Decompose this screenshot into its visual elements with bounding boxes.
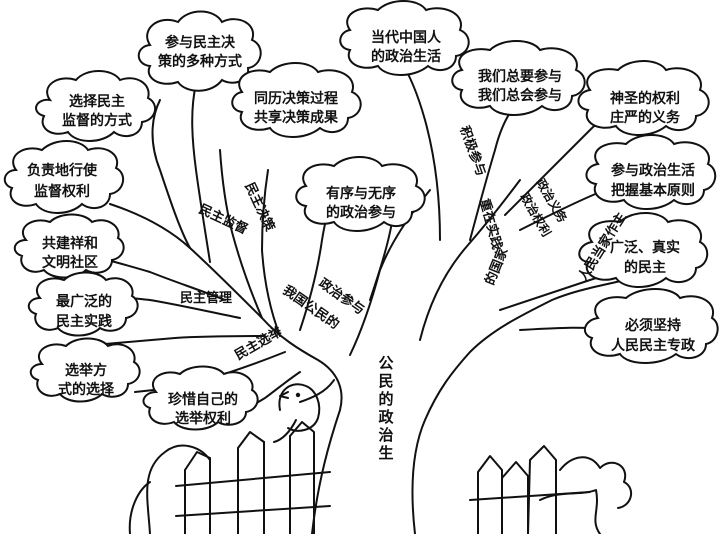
cloud-broad-line1: 广泛、真实: [610, 239, 680, 256]
cloud-orderly-line2: 的政治参与: [326, 204, 396, 221]
cloud-principle-line1: 参与政治生活: [611, 162, 695, 179]
cloud-election-method-line1: 选举方: [65, 362, 107, 379]
cloud-supervise-line1: 选择民主: [69, 93, 125, 110]
cloud-supervise-methods: 选择民主 监督的方式: [35, 70, 157, 142]
cloud-orderly-line1: 有序与无序: [326, 185, 396, 202]
trunk-char: 的: [378, 390, 393, 408]
branch-label-management: 民主管理: [180, 290, 232, 306]
cloud-shared-decision: 同历决策过程 共享决策成果: [231, 62, 362, 138]
cloud-political-life: 当代中国人 的政治生活: [339, 0, 470, 76]
bird-icon: [273, 379, 335, 443]
cloud-supervise-line2: 监督的方式: [62, 112, 132, 129]
cloud-community-line1: 共建祥和: [42, 235, 98, 252]
cloud-cherish-line1: 珍惜自己的: [168, 391, 238, 408]
cloud-participate-line1: 参与民主决: [165, 34, 236, 51]
trunk-char: 公: [378, 354, 393, 372]
cloud-broad-democracy: 广泛、真实 的民主: [578, 212, 709, 288]
right-fence: [469, 445, 633, 534]
cloud-practice-line2: 民主实践: [56, 313, 112, 330]
cloud-experience-line2: 共享决策成果: [254, 109, 339, 126]
cloud-orderly-participation: 有序与无序 的政治参与: [295, 156, 426, 232]
cloud-participate-line2: 策的多种方式: [157, 53, 242, 70]
tree-branches: [99, 59, 646, 419]
cloud-responsible-supervision: 负责地行使 监督权利: [3, 140, 125, 214]
cloud-life-line1: 当代中国人: [371, 29, 442, 46]
cloud-broad-line2: 的民主: [624, 259, 666, 276]
left-fence: [128, 421, 331, 534]
bird-eye: [295, 392, 301, 398]
cloud-community-line2: 文明社区: [42, 254, 98, 271]
cloud-principle-line2: 把握基本原则: [611, 182, 695, 199]
cloud-community: 共建祥和 文明社区: [13, 213, 125, 279]
cloud-dictatorship: 必须坚持 人民民主专政: [583, 288, 719, 364]
cloud-sacred-line1: 神圣的权利: [610, 90, 680, 107]
cloud-dictatorship-line1: 必须坚持: [624, 317, 681, 334]
trunk-char: 生: [378, 444, 393, 462]
cloud-experience-line1: 同历决策过程: [254, 90, 338, 107]
branch-label-election: 民主选举: [232, 323, 286, 363]
cloud-life-line2: 的政治生活: [371, 48, 441, 65]
trunk-char: 政: [378, 408, 394, 426]
cloud-practice-line1: 最广泛的: [56, 293, 112, 310]
cloud-election-method: 选举方 式的选择: [29, 337, 141, 403]
trunk-title: 公 民 的 政 治 生: [378, 354, 394, 462]
cloud-participate-methods: 参与民主决 策的多种方式: [137, 10, 262, 92]
cloud-cherish-rights: 珍惜自己的 选举权利: [142, 365, 259, 431]
cloud-cherish-line2: 选举权利: [175, 410, 231, 427]
cloud-sacred-rights: 神圣的权利 庄严的义务: [577, 60, 710, 136]
branch-label-positive: 积极参与: [456, 124, 489, 178]
cloud-must-line2: 我们总会参与: [478, 87, 562, 104]
trunk-char: 民: [378, 372, 393, 390]
cloud-broad-practice: 最广泛的 民主实践: [27, 271, 139, 337]
cloud-election-method-line2: 式的选择: [58, 381, 115, 398]
branch-label-country: 的国家: [482, 244, 512, 287]
trunk-char: 治: [378, 426, 393, 444]
cloud-basic-principles: 参与政治生活 把握基本原则: [585, 134, 717, 210]
cloud-responsible-line1: 负责地行使: [27, 162, 98, 179]
cloud-must-line1: 我们总要参与: [478, 68, 562, 85]
cloud-sacred-line2: 庄严的义务: [610, 109, 681, 126]
cloud-dictatorship-line2: 人民民主专政: [611, 337, 696, 354]
cloud-must-participate: 我们总要参与 我们总会参与: [451, 40, 586, 116]
cloud-responsible-line2: 监督权利: [34, 183, 90, 200]
